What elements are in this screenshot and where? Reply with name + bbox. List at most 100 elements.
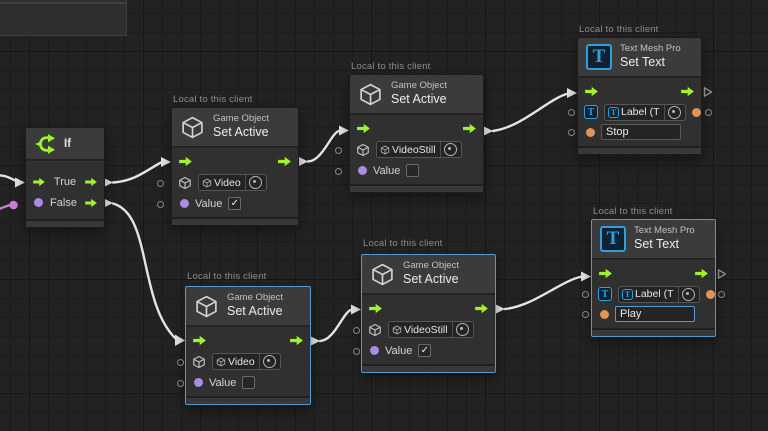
object-picker-icon[interactable]: [262, 355, 276, 368]
unconnected-input-port[interactable]: [177, 359, 184, 366]
node-footer: [362, 364, 495, 372]
value-output-port[interactable]: [705, 289, 715, 299]
flow-input-port[interactable]: [178, 156, 193, 167]
target-object-field[interactable]: VideoStill: [388, 321, 474, 338]
node-set-text-stop[interactable]: T Text Mesh Pro Set Text T T Label (T St…: [577, 37, 702, 155]
unconnected-flow-output-port[interactable]: [703, 86, 713, 98]
node-set-active-video-bottom[interactable]: Game Object Set Active Video Value: [185, 286, 311, 405]
object-picker-icon[interactable]: [455, 323, 469, 336]
value-input-port[interactable]: [194, 378, 203, 387]
flow-output-port[interactable]: [694, 268, 709, 279]
target-object-field[interactable]: Video: [198, 174, 267, 191]
flow-output-true-port[interactable]: [84, 177, 98, 187]
flow-output-port[interactable]: [680, 86, 695, 97]
wire-condition-into-if[interactable]: [0, 200, 18, 211]
if-node-title: If: [64, 137, 72, 150]
node-if[interactable]: If True False: [25, 127, 105, 228]
flow-output-port[interactable]: [277, 156, 292, 167]
game-object-port-icon[interactable]: [192, 355, 206, 369]
wire-setactive-to-settext-top[interactable]: [484, 88, 577, 136]
node-header[interactable]: Game Object Set Active: [362, 255, 495, 295]
object-picker-icon[interactable]: [248, 176, 262, 189]
target-component-field[interactable]: T Label (T: [618, 285, 700, 303]
flow-input-port[interactable]: [598, 268, 613, 279]
node-set-active-video-top[interactable]: Game Object Set Active Video Value ✓: [171, 107, 299, 226]
object-picker-icon[interactable]: [681, 287, 695, 301]
unconnected-input-port[interactable]: [177, 380, 184, 387]
unconnected-input-port[interactable]: [157, 201, 164, 208]
value-checkbox[interactable]: ✓: [418, 344, 432, 357]
flow-output-port[interactable]: [289, 335, 304, 346]
wire-if-true-to-setactive[interactable]: [104, 157, 171, 187]
node-header[interactable]: Game Object Set Active: [350, 75, 483, 115]
condition-input-port[interactable]: [34, 198, 43, 207]
flow-input-port[interactable]: [368, 303, 383, 314]
flow-output-false-port[interactable]: [84, 198, 98, 208]
node-category: Game Object: [391, 80, 447, 92]
unconnected-output-port[interactable]: [718, 291, 725, 298]
unconnected-input-port[interactable]: [568, 109, 575, 116]
text-value-field[interactable]: Play: [615, 306, 695, 322]
unconnected-input-port[interactable]: [582, 311, 589, 318]
game-object-icon: [370, 262, 395, 287]
game-object-port-icon[interactable]: [368, 323, 382, 337]
target-component-field[interactable]: T Label (T: [604, 103, 686, 121]
if-node-header[interactable]: If: [26, 128, 104, 161]
value-output-port[interactable]: [691, 107, 701, 117]
wire-if-false-to-setactive[interactable]: [104, 198, 185, 347]
game-object-port-icon[interactable]: [356, 143, 370, 157]
unconnected-input-port[interactable]: [335, 168, 342, 175]
flow-input-port[interactable]: [192, 335, 207, 346]
unconnected-input-port[interactable]: [157, 180, 164, 187]
unconnected-input-port[interactable]: [353, 327, 360, 334]
value-label: Value: [373, 164, 401, 177]
target-object-field[interactable]: VideoStill: [376, 141, 462, 158]
offscreen-node-fragment[interactable]: [0, 0, 127, 36]
node-header[interactable]: Game Object Set Active: [172, 108, 298, 148]
target-object-field[interactable]: Video: [212, 353, 281, 370]
value-input-port[interactable]: [180, 199, 189, 208]
context-label: Local to this client: [173, 94, 253, 105]
node-header[interactable]: T Text Mesh Pro Set Text: [592, 220, 715, 260]
text-input-port[interactable]: [586, 127, 595, 137]
value-checkbox[interactable]: ✓: [228, 197, 242, 210]
wire-setactive-video-to-videostill-bottom[interactable]: [311, 304, 361, 346]
value-input-port[interactable]: [370, 346, 379, 355]
value-checkbox[interactable]: [242, 376, 256, 389]
node-set-active-videostill-bottom[interactable]: Game Object Set Active VideoStill Value …: [361, 254, 496, 373]
node-set-active-videostill-top[interactable]: Game Object Set Active VideoStill Value: [349, 74, 484, 193]
unconnected-output-port[interactable]: [705, 109, 712, 116]
flow-input-port[interactable]: [356, 123, 371, 134]
flow-input-port[interactable]: [584, 86, 599, 97]
value-checkbox[interactable]: [406, 164, 420, 177]
node-title: Set Text: [634, 237, 679, 252]
tmp-type-icon: T: [608, 106, 619, 118]
tmp-component-port-icon[interactable]: T: [598, 287, 612, 301]
flow-output-port[interactable]: [474, 303, 489, 314]
object-picker-icon[interactable]: [667, 105, 681, 119]
context-label: Local to this client: [363, 238, 443, 249]
unconnected-flow-output-port[interactable]: [717, 268, 727, 280]
unconnected-input-port[interactable]: [568, 129, 575, 136]
if-false-label: False: [50, 196, 77, 209]
text-value-field[interactable]: Stop: [601, 124, 681, 140]
flow-input-port[interactable]: [32, 177, 46, 187]
target-object-name: Video: [214, 176, 241, 189]
wire-setactive-to-settext-bottom[interactable]: [496, 271, 591, 314]
text-input-port[interactable]: [600, 309, 609, 319]
game-object-port-icon[interactable]: [178, 176, 192, 190]
node-header[interactable]: T Text Mesh Pro Set Text: [578, 38, 701, 78]
value-input-port[interactable]: [358, 166, 367, 175]
wire-flow-into-if[interactable]: [0, 174, 25, 188]
unconnected-input-port[interactable]: [335, 147, 342, 154]
unconnected-input-port[interactable]: [582, 291, 589, 298]
node-category: Text Mesh Pro: [634, 225, 695, 237]
tmp-component-port-icon[interactable]: T: [584, 105, 598, 119]
flow-output-port[interactable]: [462, 123, 477, 134]
wire-setactive-video-to-videostill-top[interactable]: [299, 125, 349, 167]
node-set-text-play[interactable]: T Text Mesh Pro Set Text T T Label (T Pl…: [591, 219, 716, 337]
object-picker-icon[interactable]: [443, 143, 457, 156]
node-header[interactable]: Game Object Set Active: [186, 287, 310, 327]
unconnected-input-port[interactable]: [353, 348, 360, 355]
